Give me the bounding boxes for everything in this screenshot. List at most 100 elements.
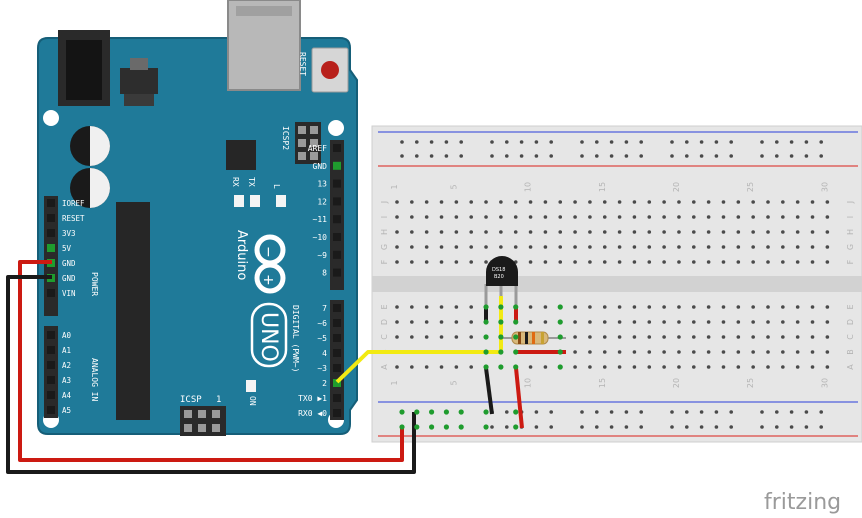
breadboard-holes <box>395 140 830 429</box>
mount-hole <box>43 110 59 126</box>
column-number: 5 <box>449 184 458 189</box>
breadboard-hole <box>670 154 674 158</box>
breadboard-hole <box>617 350 622 354</box>
breadboard-hole <box>825 260 830 264</box>
breadboard-hole <box>781 365 785 369</box>
power-pin-label: VIN <box>62 289 76 298</box>
mount-hole <box>328 120 344 136</box>
breadboard-hole <box>595 425 599 429</box>
breadboard-hole <box>484 245 488 249</box>
breadboard-hole <box>454 245 459 249</box>
breadboard-hole <box>692 365 696 369</box>
analog-pin <box>47 391 55 399</box>
breadboard-hole <box>505 154 509 158</box>
breadboard-hole <box>692 260 696 264</box>
breadboard-hole <box>721 230 726 234</box>
breadboard-hole <box>543 305 548 309</box>
wire-sensor-gnd <box>484 367 494 415</box>
digital-pin <box>333 379 341 387</box>
breadboard-hole <box>609 410 614 414</box>
digital-caption: DIGITAL (PWM~) <box>291 305 300 372</box>
breadboard-hole <box>819 425 823 429</box>
connected-hole <box>513 409 519 415</box>
breadboard-hole <box>670 425 674 429</box>
connected-hole <box>429 409 435 415</box>
breadboard-hole <box>810 335 815 339</box>
breadboard-hole <box>424 260 429 264</box>
row-letter: E <box>380 304 389 309</box>
breadboard-hole <box>810 260 815 264</box>
breadboard-hole <box>573 350 577 354</box>
connected-hole <box>483 409 489 415</box>
breadboard-hole <box>549 140 553 144</box>
breadboard-hole <box>819 154 823 158</box>
breadboard-hole <box>766 365 770 369</box>
breadboard-hole <box>424 215 429 219</box>
breadboard-hole <box>781 245 785 249</box>
breadboard-hole <box>677 350 681 354</box>
breadboard-hole <box>534 140 539 144</box>
breadboard-hole <box>662 215 666 219</box>
breadboard-hole <box>795 245 800 249</box>
breadboard-hole <box>699 140 704 144</box>
breadboard-hole <box>736 230 741 234</box>
breadboard-hole <box>410 320 414 324</box>
breadboard-hole <box>528 305 533 309</box>
tx-led <box>250 195 260 207</box>
breadboard-hole <box>825 320 830 324</box>
digital-pin <box>333 268 341 277</box>
breadboard-hole <box>775 410 779 414</box>
power-pin-label: RESET <box>62 214 85 223</box>
breadboard-hole <box>795 350 800 354</box>
digital-pin <box>333 215 341 224</box>
breadboard-hole <box>513 215 518 219</box>
column-number: 1 <box>390 184 399 189</box>
breadboard-hole <box>677 260 681 264</box>
breadboard-hole <box>528 260 533 264</box>
breadboard-hole <box>647 230 652 234</box>
breadboard-hole <box>558 230 563 234</box>
breadboard-hole <box>692 215 696 219</box>
breadboard-hole <box>721 350 726 354</box>
breadboard-hole <box>395 200 399 204</box>
digital-pin <box>333 334 341 342</box>
analog-pin-label: A0 <box>62 331 72 340</box>
analog-pin <box>47 361 55 369</box>
breadboard-hole <box>400 154 404 158</box>
breadboard-hole <box>766 260 770 264</box>
breadboard-hole <box>662 260 666 264</box>
breadboard-hole <box>699 410 704 414</box>
breadboard-hole <box>819 410 823 414</box>
breadboard-hole <box>543 365 548 369</box>
row-letter: H <box>846 229 855 235</box>
atmega-chip <box>116 202 150 420</box>
row-letter: A <box>380 364 389 370</box>
breadboard-hole <box>624 140 629 144</box>
icsp-header <box>180 406 226 436</box>
breadboard-hole <box>469 335 474 339</box>
reset-button[interactable] <box>311 47 349 93</box>
breadboard-hole <box>775 140 779 144</box>
breadboard-hole <box>729 410 733 414</box>
power-pin <box>47 289 55 297</box>
breadboard-hole <box>670 410 674 414</box>
breadboard-hole <box>647 215 652 219</box>
digital-pin-label: 12 <box>317 197 327 206</box>
breadboard-hole <box>424 305 429 309</box>
digital-pin <box>333 250 341 259</box>
breadboard-hole <box>439 335 444 339</box>
breadboard-hole <box>810 215 815 219</box>
breadboard-hole <box>424 335 429 339</box>
breadboard-hole <box>424 230 429 234</box>
breadboard-hole <box>751 200 755 204</box>
breadboard-hole <box>760 425 764 429</box>
breadboard-hole <box>454 335 459 339</box>
breadboard-hole <box>429 140 434 144</box>
breadboard-hole <box>499 245 503 249</box>
breadboard-hole <box>692 335 696 339</box>
breadboard-hole <box>602 200 607 204</box>
breadboard-hole <box>543 200 548 204</box>
breadboard-hole <box>410 305 414 309</box>
